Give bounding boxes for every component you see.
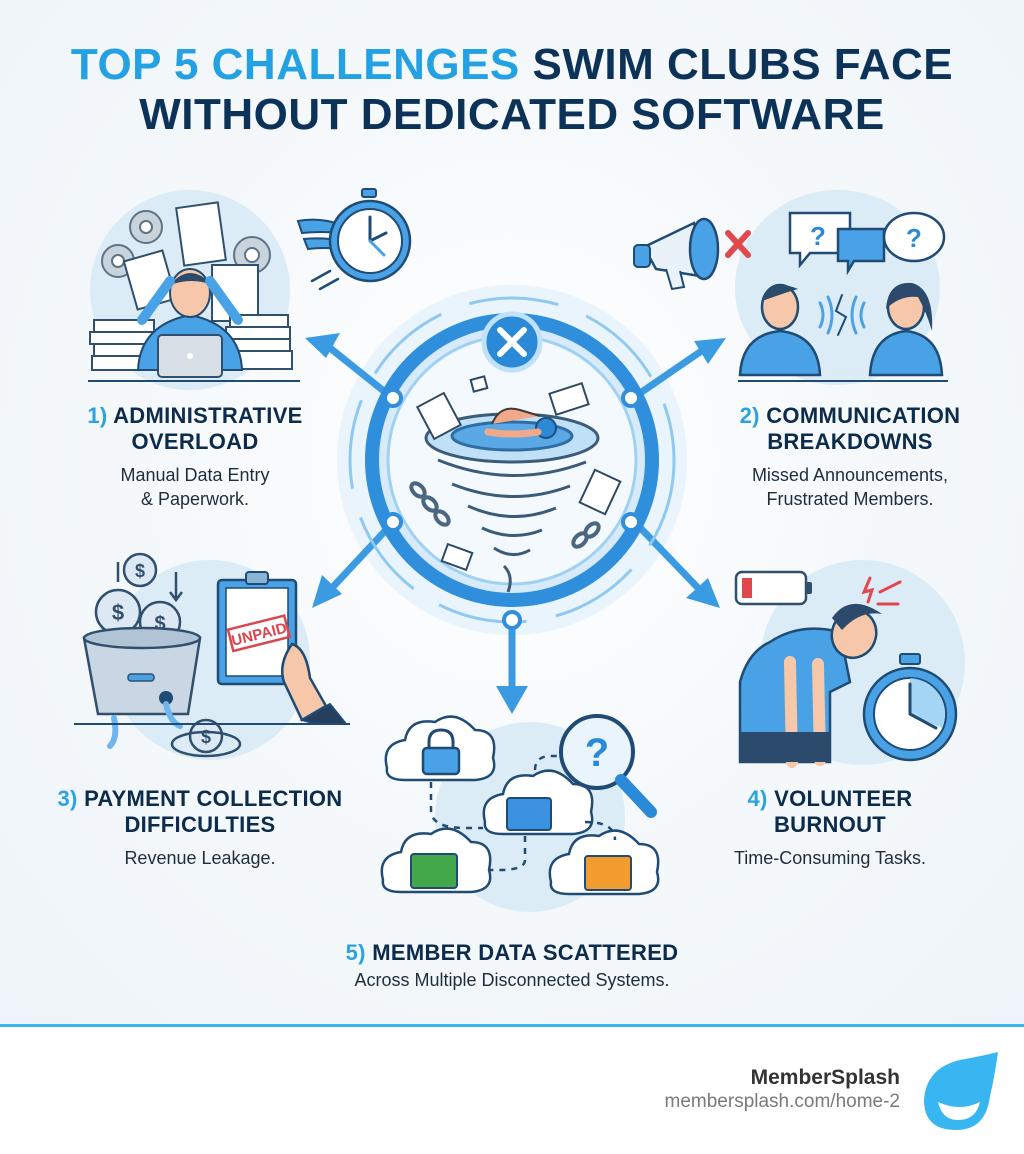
challenge-1-heading: 1) ADMINISTRATIVE OVERLOAD <box>87 403 303 454</box>
title-accent: TOP 5 CHALLENGES <box>70 40 520 89</box>
brand-block: MemberSplash membersplash.com/home-2 <box>665 1066 900 1114</box>
hand-icon <box>281 642 349 725</box>
svg-text:?: ? <box>906 223 922 253</box>
infographic-canvas: TOP 5 CHALLENGES SWIM CLUBS FACE WITHOUT… <box>0 0 1024 1024</box>
svg-text:$: $ <box>135 561 145 581</box>
payment-collection-illustration: $ $ $ $ UNPAID <box>70 548 350 778</box>
brand-name: MemberSplash <box>750 1066 900 1089</box>
leaking-bucket-icon <box>82 626 202 749</box>
hub-diagram <box>305 285 726 714</box>
folder-blue-icon <box>506 797 552 831</box>
administrative-overload-illustration <box>80 185 430 390</box>
man-icon <box>738 283 822 377</box>
svg-text:?: ? <box>585 731 609 775</box>
challenge-2-description: Missed Announcements, Frustrated Members… <box>751 465 949 509</box>
laptop-icon <box>157 334 223 378</box>
clipboard-icon: UNPAID <box>216 571 298 686</box>
challenge-3-description: Revenue Leakage. <box>124 848 276 868</box>
tired-person-icon <box>738 603 882 768</box>
woman-icon <box>868 282 944 377</box>
challenge-1: 1) ADMINISTRATIVE OVERLOAD Manual Data E… <box>60 403 330 511</box>
gear-icon <box>101 210 271 278</box>
speech-bubbles-icon: ? ? <box>788 211 946 276</box>
broken-signal-icon <box>818 294 866 336</box>
title-line1-rest: SWIM CLUBS FACE <box>519 40 954 89</box>
challenge-4: 4) VOLUNTEER BURNOUT Time-Consuming Task… <box>710 786 950 870</box>
challenge-5: 5) MEMBER DATA SCATTERED Across Multiple… <box>262 940 762 992</box>
stopwatch-icon <box>862 653 958 762</box>
footer-divider <box>0 1024 1024 1027</box>
lock-icon <box>421 728 461 776</box>
challenge-3: 3) PAYMENT COLLECTION DIFFICULTIES Reven… <box>30 786 370 870</box>
svg-text:$: $ <box>201 727 211 747</box>
swimmer-icon <box>484 407 557 439</box>
magnifier-question-icon: ? <box>559 714 657 818</box>
challenge-4-heading: 4) VOLUNTEER BURNOUT <box>747 786 913 837</box>
challenge-2-heading: 2) COMMUNICATION BREAKDOWNS <box>739 403 961 454</box>
footer <box>0 1027 1024 1154</box>
communication-breakdowns-illustration: ? ? <box>630 185 950 385</box>
flying-stopwatch-icon <box>296 188 412 291</box>
challenge-1-description: Manual Data Entry & Paperwork. <box>120 465 270 509</box>
folder-green-icon <box>410 853 458 889</box>
x-circle-icon <box>481 311 543 373</box>
low-battery-icon <box>734 570 812 606</box>
svg-text:$: $ <box>154 613 165 635</box>
challenge-2: 2) COMMUNICATION BREAKDOWNS Missed Annou… <box>710 403 990 511</box>
page-title: TOP 5 CHALLENGES SWIM CLUBS FACE WITHOUT… <box>0 40 1024 140</box>
volunteer-burnout-illustration <box>730 552 970 772</box>
scattered-data-illustration: ? <box>375 700 665 915</box>
red-x-icon <box>725 230 751 258</box>
water-drop-smile-logo-icon <box>924 1052 998 1130</box>
brand-url[interactable]: membersplash.com/home-2 <box>664 1091 900 1112</box>
pain-lightning-icon <box>861 576 902 606</box>
title-line2: WITHOUT DEDICATED SOFTWARE <box>139 90 885 139</box>
megaphone-icon <box>633 217 720 291</box>
challenge-3-heading: 3) PAYMENT COLLECTION DIFFICULTIES <box>57 786 343 837</box>
challenge-4-description: Time-Consuming Tasks. <box>733 848 927 868</box>
challenge-5-description: Across Multiple Disconnected Systems. <box>354 970 670 990</box>
drain-icon <box>170 730 242 758</box>
svg-text:?: ? <box>810 221 826 251</box>
svg-text:$: $ <box>112 600 124 625</box>
folder-orange-icon <box>584 855 632 891</box>
challenge-5-heading: 5) MEMBER DATA SCATTERED <box>345 940 679 965</box>
